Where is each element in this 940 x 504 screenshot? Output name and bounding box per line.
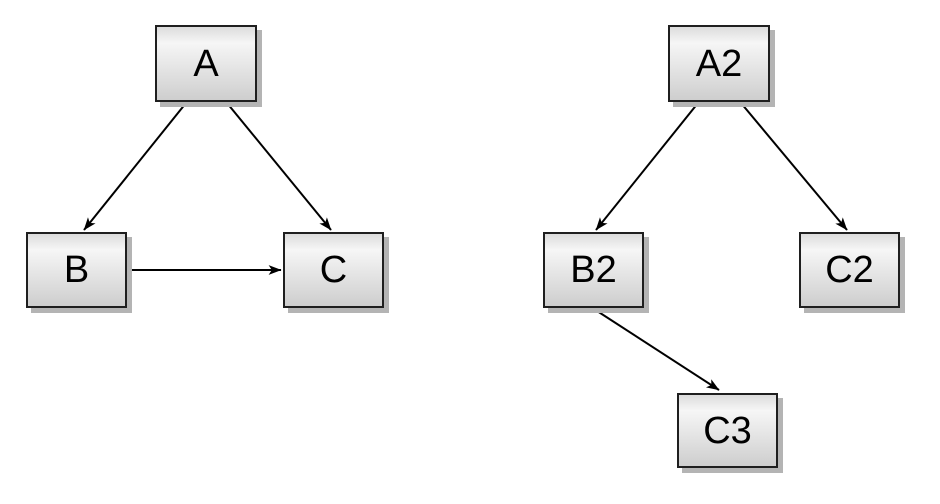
node-label-C3: C3 xyxy=(703,409,752,452)
node-label-A2: A2 xyxy=(695,42,743,85)
node-C2[interactable]: C2 xyxy=(799,232,900,308)
edge-A-to-C xyxy=(226,102,332,231)
node-B2[interactable]: B2 xyxy=(543,232,644,308)
node-A[interactable]: A xyxy=(155,25,257,102)
node-C3[interactable]: C3 xyxy=(677,393,778,468)
edge-A2-to-C2 xyxy=(740,102,848,231)
edge-A2-to-B2 xyxy=(595,102,699,231)
node-label-C2: C2 xyxy=(825,249,874,291)
node-label-B2: B2 xyxy=(570,249,617,291)
node-A2[interactable]: A2 xyxy=(668,25,770,102)
node-label-A: A xyxy=(193,42,219,85)
node-label-B: B xyxy=(63,249,90,291)
node-C[interactable]: C xyxy=(283,232,384,308)
node-label-C: C xyxy=(319,249,348,291)
edge-B2-to-C3 xyxy=(593,308,720,391)
edge-A-to-B xyxy=(83,102,187,231)
node-B[interactable]: B xyxy=(26,232,127,308)
